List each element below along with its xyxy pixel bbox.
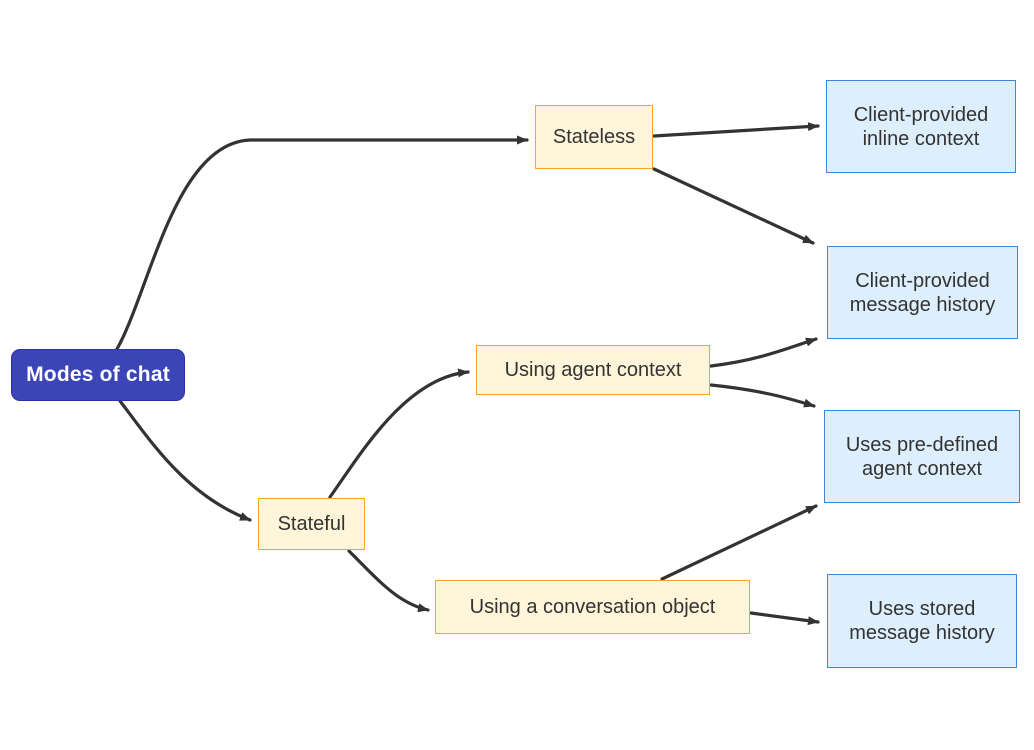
node-using-agent-context[interactable]: Using agent context (476, 345, 710, 395)
node-label: Uses pre-defined agent context (845, 433, 999, 480)
node-label: Using a conversation object (469, 596, 716, 618)
edge-stateless-to-inline-context (652, 122, 820, 138)
edge-stateless-to-client-message-history (652, 167, 815, 245)
edge-agent-context-to-predefined-agent-context (709, 383, 816, 408)
edge-root-to-stateless (115, 135, 529, 351)
node-client-provided-inline-context[interactable]: Client-provided inline context (826, 80, 1016, 173)
node-modes-of-chat[interactable]: Modes of chat (11, 349, 185, 401)
node-label: Using agent context (504, 359, 682, 381)
node-uses-stored-message-history[interactable]: Uses stored message history (827, 574, 1017, 668)
edge-stateful-to-conversation-object (347, 549, 430, 613)
node-using-a-conversation-object[interactable]: Using a conversation object (435, 580, 750, 634)
node-client-provided-message-history[interactable]: Client-provided message history (827, 246, 1018, 339)
node-label: Client-provided inline context (853, 103, 989, 150)
node-label: Stateless (552, 126, 636, 148)
node-label: Uses stored message history (849, 598, 995, 644)
node-stateless[interactable]: Stateless (535, 105, 653, 169)
edge-root-to-stateful (118, 399, 252, 522)
node-stateful[interactable]: Stateful (258, 498, 365, 550)
node-label: Client-provided message history (849, 269, 996, 316)
node-label: Modes of chat (26, 363, 170, 387)
edge-conversation-object-to-stored-message-history (749, 611, 820, 626)
edge-conversation-object-to-predefined-agent-context (660, 504, 818, 581)
node-uses-pre-defined-agent-context[interactable]: Uses pre-defined agent context (824, 410, 1020, 503)
node-label: Stateful (277, 513, 346, 535)
edge-agent-context-to-client-message-history (709, 337, 818, 368)
edge-stateful-to-agent-context (328, 368, 470, 499)
